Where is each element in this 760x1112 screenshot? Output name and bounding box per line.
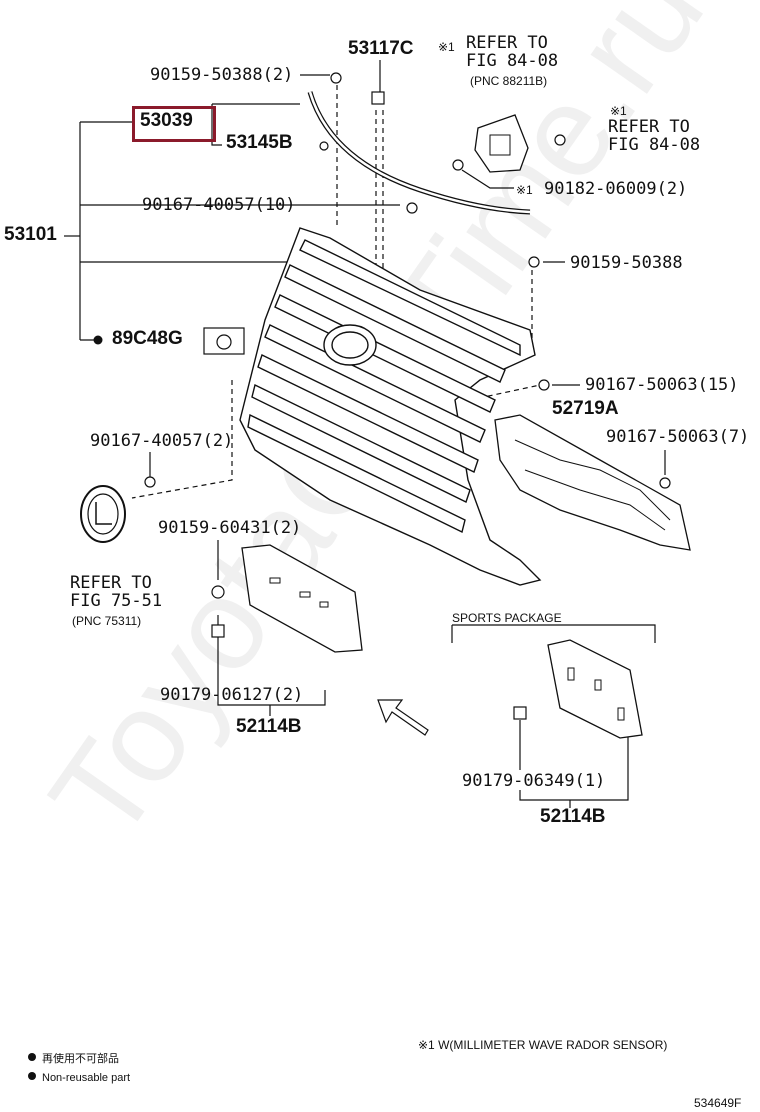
label-90167-40057-10[interactable]: 90167-40057(10) [142,195,296,215]
label-90159-60431-2[interactable]: 90159-60431(2) [158,518,302,538]
label-53039[interactable]: 53039 [140,110,193,131]
highlight-box-53039 [132,106,216,142]
label-90179-06349-1[interactable]: 90179-06349(1) [462,771,606,791]
legend-jp: 再使用不可部品 [42,1053,119,1065]
label-52719a[interactable]: 52719A [552,398,619,419]
label-90167-40057-2[interactable]: 90167-40057(2) [90,431,234,451]
ref2-line1[interactable]: REFER TO [608,117,690,137]
label-53117c[interactable]: 53117C [348,38,414,59]
ref2-mark: ※1 [610,104,627,118]
ref3-line3: (PNC 75311) [72,614,142,628]
ref3-line2[interactable]: FIG 75-51 [70,591,163,611]
legend-en: Non-reusable part [42,1072,131,1084]
label-52114b-right[interactable]: 52114B [540,806,606,827]
ref1-line2[interactable]: FIG 84-08 [466,51,559,71]
label-53145b[interactable]: 53145B [226,132,293,153]
label-90179-06127-2[interactable]: 90179-06127(2) [160,685,304,705]
label-90159-50388-2[interactable]: 90159-50388(2) [150,65,294,85]
diagram-id: 534649F [694,1096,742,1110]
ref1-mark: ※1 [438,40,455,54]
label-52114b-left[interactable]: 52114B [236,716,302,737]
footnote-radar: ※1 W(MILLIMETER WAVE RADOR SENSOR) [418,1038,668,1052]
label-53101[interactable]: 53101 [4,224,57,245]
sports-package-label: SPORTS PACKAGE [452,611,562,625]
ref1-line1[interactable]: REFER TO [466,33,548,53]
ref3-line1[interactable]: REFER TO [70,573,152,593]
label-90159-50388[interactable]: 90159-50388 [570,253,683,273]
clip-mark: ※1 [516,183,533,197]
ref2-line2[interactable]: FIG 84-08 [608,135,701,155]
ref1-line3: (PNC 88211B) [470,74,548,88]
label-90182-06009-2[interactable]: 90182-06009(2) [544,179,688,199]
label-90167-50063-15[interactable]: 90167-50063(15) [585,375,739,395]
label-89c48g[interactable]: 89C48G [112,328,183,349]
label-90167-50063-7[interactable]: 90167-50063(7) [606,427,750,447]
